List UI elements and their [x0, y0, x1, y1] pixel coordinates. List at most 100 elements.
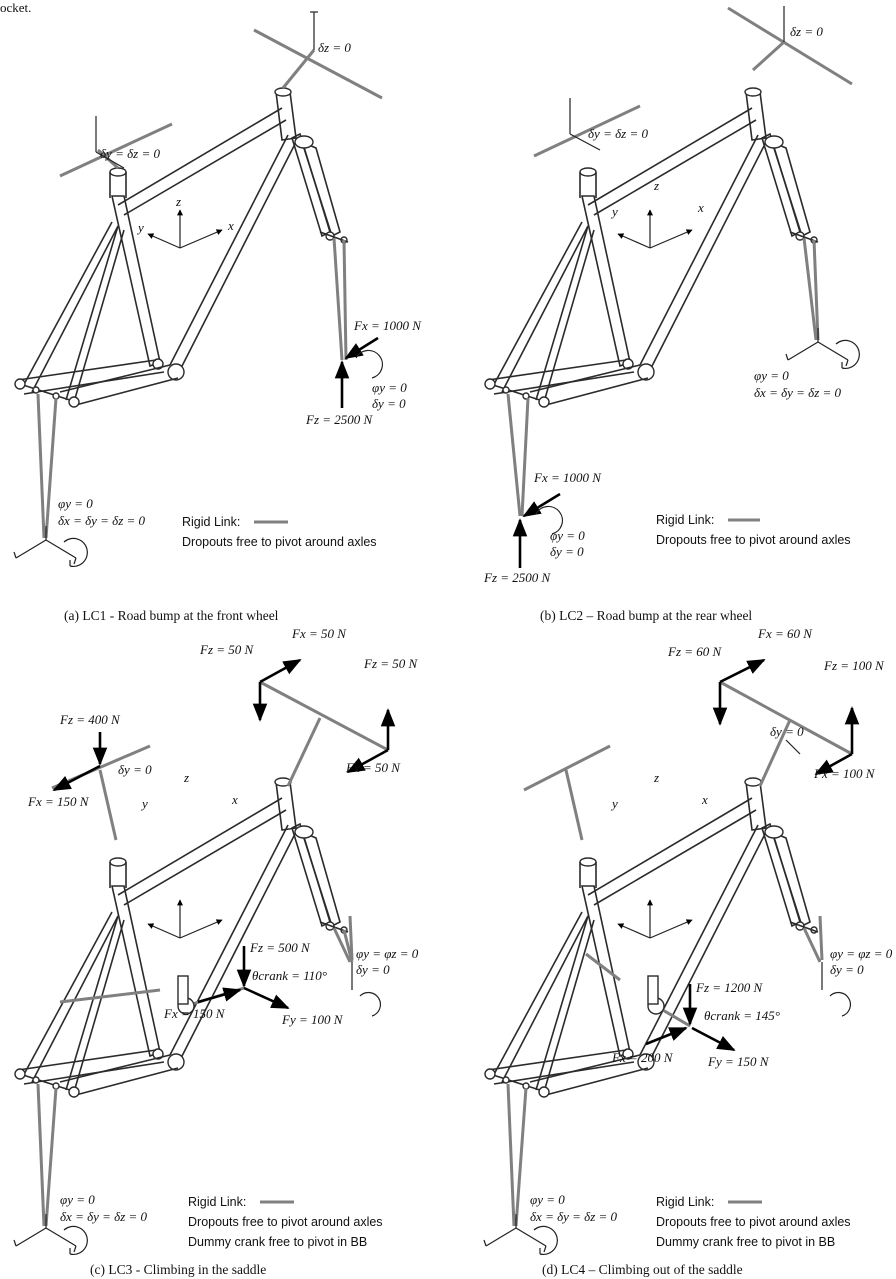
force-z-label: Fz = 2500 N	[483, 570, 552, 585]
legend-dropouts: Dropouts free to pivot around axles	[656, 1215, 851, 1229]
panel-lc2: x y z δz = 0 δy = δz = 0 φy = 0 δx = δy …	[483, 6, 860, 623]
header-fragment: ocket.	[0, 0, 31, 15]
front-rigid-link	[332, 237, 344, 361]
crank-fx-label: Fx = 150 N	[163, 1006, 226, 1021]
crank-fy-label: Fy = 100 N	[281, 1012, 344, 1027]
axis-x-label: x	[231, 792, 238, 807]
force-x-label: Fx = 1000 N	[533, 470, 602, 485]
axes-icon	[618, 210, 692, 248]
force-fx-arrow	[344, 336, 379, 360]
legend-rigid-link: Rigid Link:	[188, 1195, 246, 1209]
bc-front-disp-label: δy = 0	[830, 962, 864, 977]
stem-rigid-link	[281, 49, 316, 89]
axis-y-label: y	[140, 796, 148, 811]
bc-rear-rot-label: φy = 0	[58, 496, 93, 511]
crank-fy-label: Fy = 150 N	[707, 1054, 770, 1069]
panel-lc3: x y z Fx = 50 N Fz = 50 N Fz = 50 N Fx =…	[13, 626, 419, 1277]
axes-icon	[148, 210, 222, 248]
handle-fz-right-label: Fz = 50 N	[363, 656, 419, 671]
saddle-rigid-link	[523, 744, 611, 792]
bc-rear-rot-label: φy = 0	[530, 1192, 565, 1207]
axis-x-label: x	[697, 200, 704, 215]
bc-rear-rot-label: φy = 0	[550, 528, 585, 543]
bc-seat-label: δy = δz = 0	[100, 146, 160, 161]
bc-top-label: δz = 0	[790, 24, 823, 39]
bc-rear-disp-label: δy = 0	[550, 544, 584, 559]
bc-rear-disp-label: δx = δy = δz = 0	[58, 513, 146, 528]
axis-z-label: z	[653, 178, 659, 193]
panel-lc1: x y z δz = 0 δy = δz = 0 Fx = 1000 N Fz …	[13, 11, 422, 623]
handle-bc-label: δy = 0	[770, 724, 804, 739]
legend-dropouts: Dropouts free to pivot around axles	[182, 535, 377, 549]
front-rigid-link	[332, 927, 352, 963]
crank-rigid-link	[585, 952, 621, 982]
bc-rear-disp-label: δx = δy = δz = 0	[530, 1209, 618, 1224]
force-z-label: Fz = 2500 N	[305, 412, 374, 427]
seat-fx-label: Fx = 150 N	[27, 794, 90, 809]
rear-rigid-link	[506, 1083, 516, 1227]
handle-fz-left-label: Fz = 60 N	[667, 644, 723, 659]
axes-icon	[618, 900, 692, 938]
legend-dropouts: Dropouts free to pivot around axles	[656, 533, 851, 547]
handlebar-rigid-link	[727, 6, 853, 86]
axes-icon	[148, 900, 222, 938]
handle-fz-right-label: Fz = 100 N	[823, 658, 885, 673]
axis-z-label: z	[183, 770, 189, 785]
bc-rear-rot-label: φy = 0	[60, 1192, 95, 1207]
handle-fx-bottom-label: Fx = 50 N	[345, 760, 401, 775]
bc-front-disp-label: δx = δy = δz = 0	[754, 385, 842, 400]
crank-fz-label: Fz = 500 N	[249, 940, 311, 955]
legend-rigid-link: Rigid Link:	[656, 1195, 714, 1209]
handlebar-rigid-link	[259, 680, 389, 752]
legend-dropouts: Dropouts free to pivot around axles	[188, 1215, 383, 1229]
seat-fz-label: Fz = 400 N	[59, 712, 121, 727]
axis-z-label: z	[653, 770, 659, 785]
front-rigid-link	[802, 927, 822, 963]
panel-lc4: x y z Fx = 60 N Fz = 60 N Fz = 100 N δy …	[483, 626, 893, 1277]
crank-theta-label: θcrank = 145°	[704, 1008, 780, 1023]
bc-front-disp-label: δy = 0	[356, 962, 390, 977]
bc-front-rot-label: φy = 0	[372, 380, 407, 395]
handle-fx-top-arrow	[719, 658, 766, 684]
force-fx-arrow	[522, 492, 561, 518]
front-support-icon	[785, 327, 860, 370]
handle-fx-bottom-label: Fx = 100 N	[813, 766, 876, 781]
handle-fx-bottom-arrow	[814, 752, 853, 776]
handle-fz-left-label: Fz = 50 N	[199, 642, 255, 657]
rear-rigid-link	[36, 1083, 46, 1227]
handle-fx-top-label: Fx = 60 N	[757, 626, 813, 641]
caption-a: (a) LC1 - Road bump at the front wheel	[64, 608, 279, 623]
axis-y-label: y	[610, 796, 618, 811]
crank-fx-label: Fx = 200 N	[611, 1050, 674, 1065]
handlebar-rigid-link	[719, 680, 853, 756]
rear-rigid-link	[506, 393, 522, 517]
handle-fx-top-label: Fx = 50 N	[291, 626, 347, 641]
crank-fx-arrow	[645, 1026, 688, 1046]
seat-fx-arrow	[52, 764, 101, 792]
caption-c: (c) LC3 - Climbing in the saddle	[90, 1262, 266, 1277]
front-rigid-link	[802, 237, 818, 341]
handlebar-rigid-link	[253, 28, 383, 100]
legend-rigid-link: Rigid Link:	[182, 515, 240, 529]
axis-y-label: y	[136, 220, 144, 235]
bc-front-disp-label: δy = 0	[372, 396, 406, 411]
saddle-rigid-link	[533, 104, 641, 158]
bc-top-label: δz = 0	[318, 40, 351, 55]
rear-support-icon	[13, 525, 88, 568]
force-x-label: Fx = 1000 N	[353, 318, 422, 333]
axis-x-label: x	[227, 218, 234, 233]
bc-front-rot-label: φy = φz = 0	[830, 946, 893, 961]
crank-rigid-link	[59, 988, 161, 1004]
crank-fy-arrow	[691, 1026, 736, 1052]
axis-y-label: y	[610, 204, 618, 219]
handle-fx-top-arrow	[259, 658, 302, 684]
bc-seat-label: δy = δz = 0	[588, 126, 648, 141]
caption-b: (b) LC2 – Road bump at the rear wheel	[540, 608, 752, 623]
bc-front-rot-label: φy = 0	[754, 368, 789, 383]
bc-rear-disp-label: δx = δy = δz = 0	[60, 1209, 148, 1224]
legend-rigid-link: Rigid Link:	[656, 513, 714, 527]
bc-front-rot-label: φy = φz = 0	[356, 946, 419, 961]
crank-fz-label: Fz = 1200 N	[695, 980, 764, 995]
crank-fy-arrow	[243, 986, 290, 1010]
